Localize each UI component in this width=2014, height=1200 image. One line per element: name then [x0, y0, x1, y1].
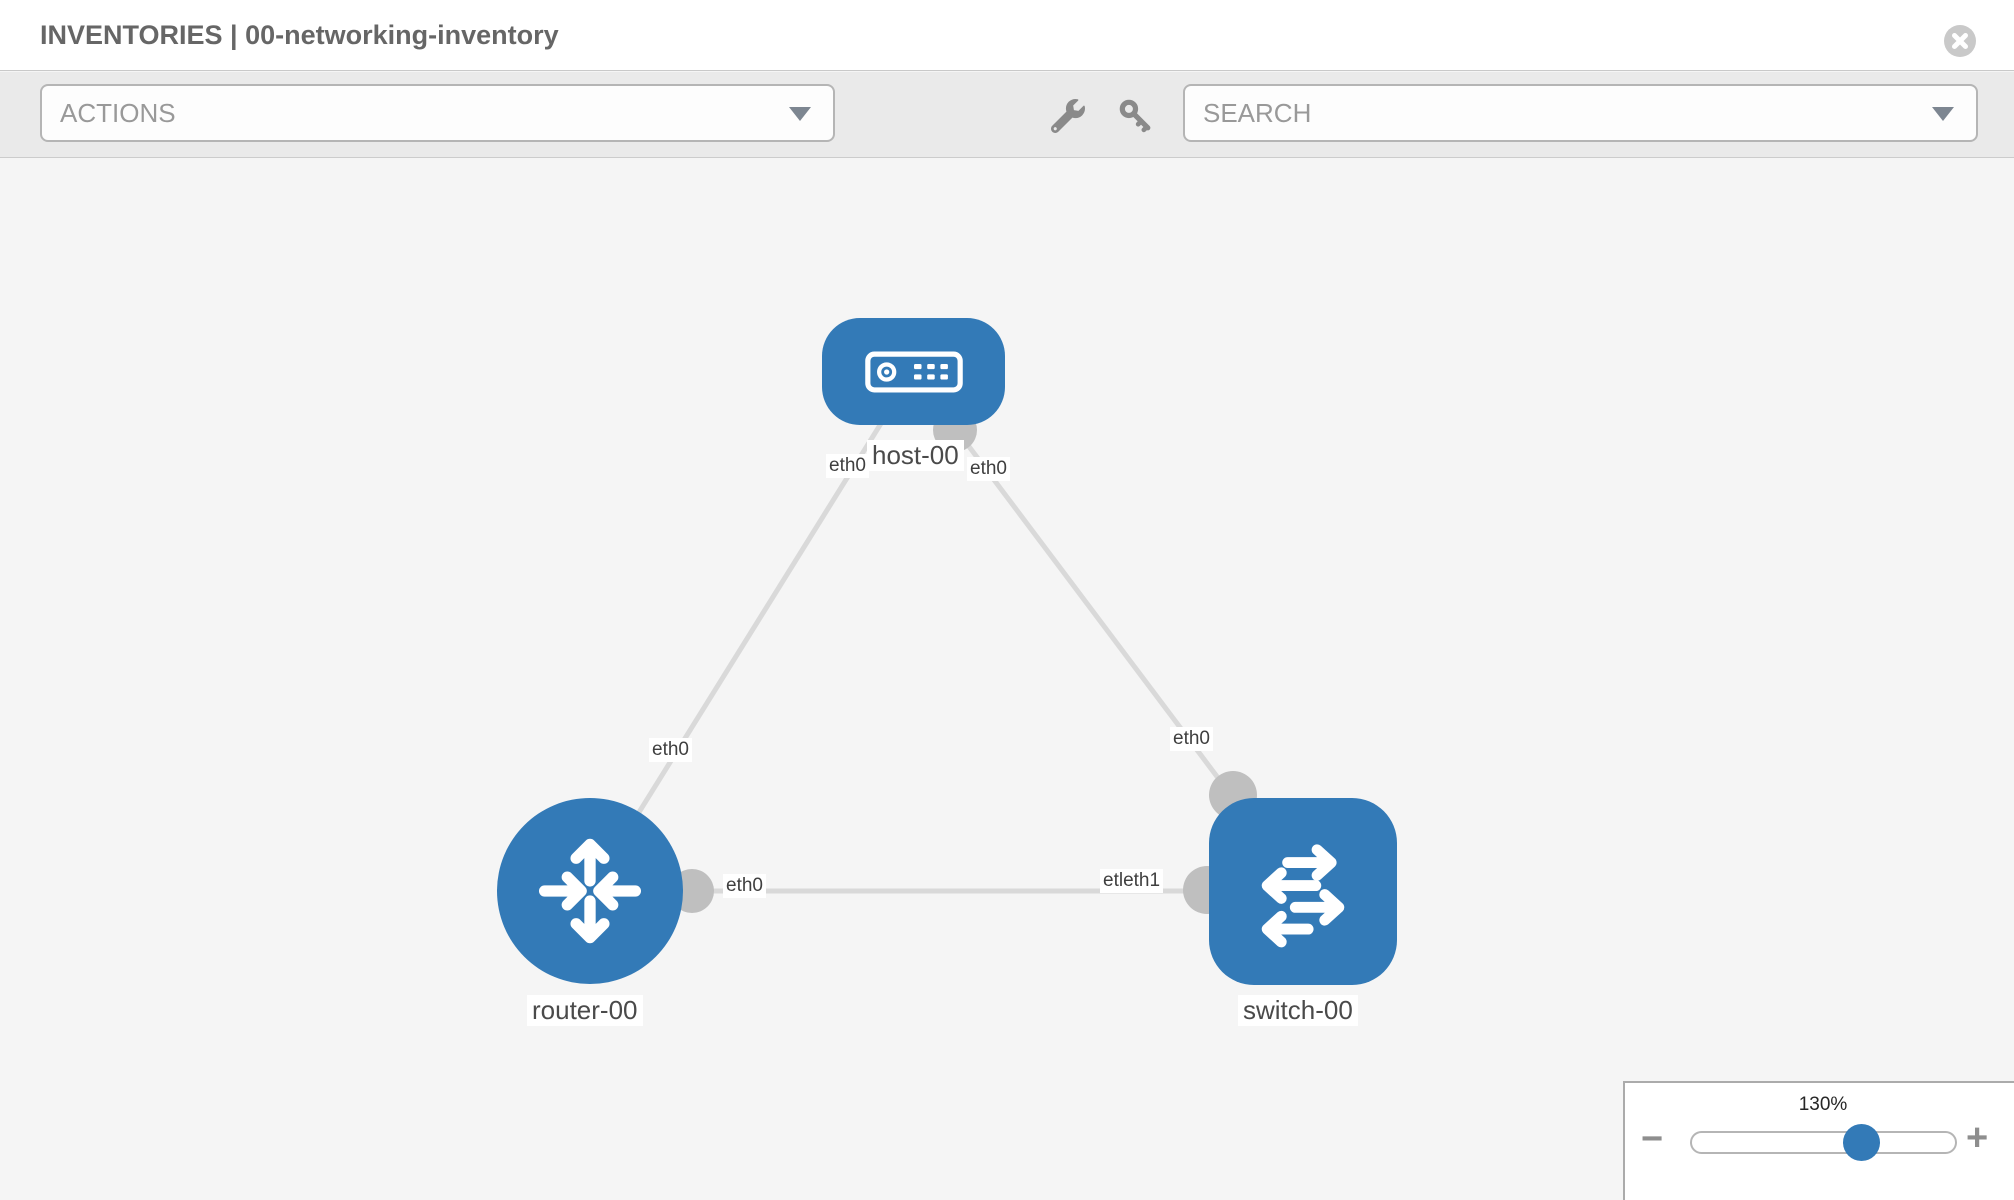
- interface-label-switch-top: eth0: [1170, 727, 1213, 751]
- zoom-in-button[interactable]: +: [1966, 1117, 1989, 1159]
- node-host-00[interactable]: [822, 318, 1005, 425]
- links-layer: [587, 370, 1305, 914]
- zoom-slider-track[interactable]: [1690, 1131, 1957, 1154]
- search-placeholder: SEARCH: [1203, 98, 1312, 128]
- close-button[interactable]: [1944, 25, 1976, 57]
- interface-label-host-right: eth0: [967, 457, 1010, 481]
- interface-label-switch-link: etleth1: [1100, 869, 1164, 893]
- header: INVENTORIES | 00-networking-inventory: [0, 0, 2014, 71]
- toolbar: ACTIONS SEARCH: [0, 72, 2014, 158]
- node-switch-00[interactable]: [1209, 798, 1397, 985]
- actions-dropdown[interactable]: ACTIONS: [40, 84, 835, 142]
- switch-icon: [1261, 843, 1345, 947]
- page-title: INVENTORIES | 00-networking-inventory: [40, 20, 559, 50]
- router-icon: [538, 838, 642, 944]
- wrench-icon[interactable]: [1050, 99, 1085, 134]
- zoom-slider-thumb[interactable]: [1843, 1124, 1880, 1161]
- topology-canvas[interactable]: host-00 router-00 switch-00 eth0 eth0 et…: [0, 158, 2014, 1200]
- zoom-level: 130%: [1798, 1094, 1848, 1115]
- key-icon[interactable]: [1119, 99, 1153, 133]
- node-label-router: router-00: [527, 995, 643, 1026]
- host-icon: [864, 351, 963, 392]
- interface-label-router-link: eth0: [723, 874, 766, 898]
- interface-label-router-top: eth0: [649, 738, 692, 762]
- search-dropdown[interactable]: SEARCH: [1183, 84, 1978, 142]
- chevron-down-icon: [1932, 107, 1954, 121]
- close-icon: [1944, 25, 1976, 57]
- interface-label-host-left: eth0: [826, 454, 869, 478]
- node-label-host: host-00: [867, 440, 964, 471]
- zoom-out-button[interactable]: −: [1641, 1118, 1664, 1160]
- node-label-switch: switch-00: [1238, 995, 1358, 1026]
- chevron-down-icon: [789, 107, 811, 121]
- actions-dropdown-label: ACTIONS: [60, 98, 176, 128]
- node-router-00[interactable]: [497, 798, 683, 984]
